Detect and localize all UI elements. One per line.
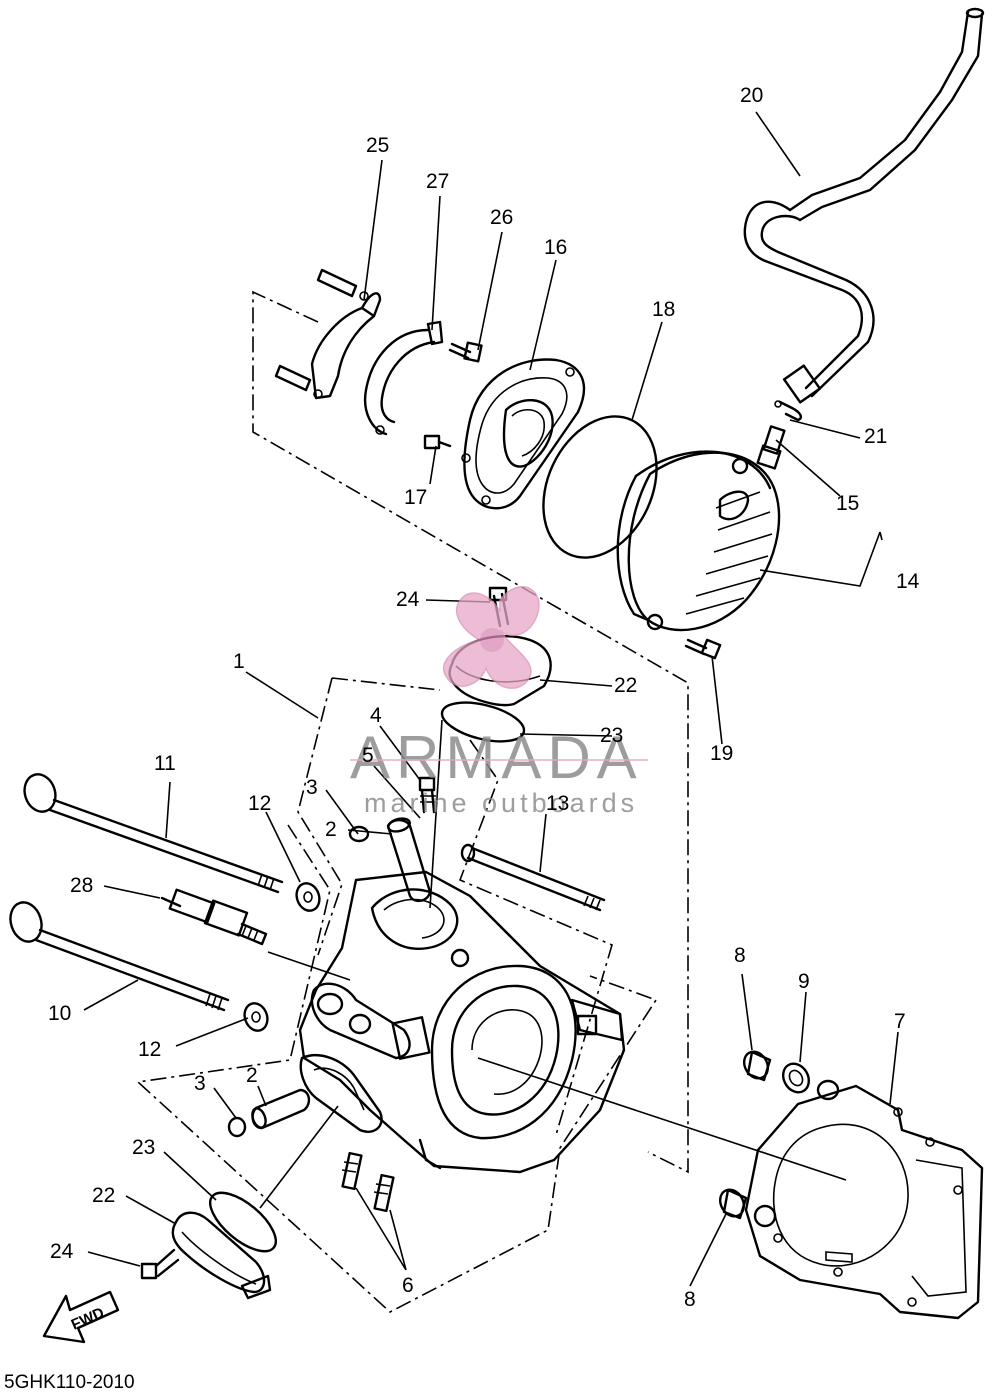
short-stud-bolt (460, 843, 606, 912)
callout-9: 9 (798, 970, 810, 993)
callout-labels: 1 2 2 3 3 4 5 6 7 8 8 9 10 11 12 12 13 1… (48, 84, 920, 1311)
watermark-tagline: marine outboards (364, 788, 638, 818)
callout-23: 23 (132, 1136, 155, 1159)
hose-clip (774, 400, 803, 422)
callout-25: 25 (366, 134, 389, 157)
callout-13: 13 (546, 792, 569, 815)
callout-12: 12 (248, 792, 271, 815)
callout-3: 3 (194, 1072, 206, 1095)
callout-3: 3 (306, 776, 318, 799)
callout-10: 10 (48, 1002, 71, 1025)
watermark-brand: ARMADA (350, 724, 643, 791)
callout-11: 11 (154, 752, 176, 775)
stud-washers (243, 882, 321, 1032)
cylinder-head (298, 870, 626, 1174)
callout-14: 14 (896, 570, 920, 593)
callout-27: 26 (490, 206, 513, 229)
lower-dowel-parts (227, 1088, 311, 1138)
callout-26: 27 (426, 170, 449, 193)
bracket (363, 320, 444, 436)
cable-holder (274, 268, 382, 400)
callout-2: 2 (246, 1064, 258, 1087)
bracket-bolt (448, 341, 483, 363)
callout-20: 20 (740, 84, 763, 107)
callout-8: 8 (734, 944, 746, 967)
callout-24: 24 (396, 588, 420, 611)
cylinder-head-gasket (744, 1079, 984, 1320)
lower-valve-cap-assembly (140, 1191, 277, 1300)
callout-16: 16 (544, 236, 567, 259)
callout-17: 17 (404, 486, 427, 509)
callout-4: 4 (370, 704, 382, 727)
plate-screw (423, 434, 452, 450)
spark-plug (160, 888, 268, 946)
breather-nipple (756, 425, 786, 470)
callout-7: 7 (894, 1010, 906, 1033)
cover-o-ring (542, 415, 658, 559)
callout-6: 6 (402, 1274, 414, 1297)
cover-bolt (684, 638, 722, 660)
diagram-code: 5GHK110-2010 (4, 1372, 135, 1393)
callout-1: 1 (233, 650, 245, 673)
forward-arrow-icon: FWD (42, 1290, 120, 1344)
callout-2: 2 (325, 818, 337, 841)
long-stud-bolts (9, 773, 284, 1012)
callout-23: 23 (600, 724, 623, 747)
cylinder-head-cover (616, 450, 781, 632)
watermark-logo (443, 586, 540, 689)
callout-5: 5 (362, 744, 374, 767)
callout-21: 21 (864, 425, 887, 448)
callout-19: 19 (710, 742, 733, 765)
callout-28: 28 (70, 874, 93, 897)
short-studs (341, 1151, 395, 1213)
callout-22: 22 (92, 1184, 115, 1207)
breather-hose (743, 7, 985, 404)
callout-22: 22 (614, 674, 637, 697)
callout-8: 8 (684, 1288, 696, 1311)
callout-12: 12 (138, 1038, 161, 1061)
leader-lines (83, 111, 899, 1287)
callout-15: 15 (836, 492, 859, 515)
cover-plate (461, 358, 586, 510)
callout-18: 18 (652, 298, 675, 321)
callout-24: 24 (50, 1240, 74, 1263)
gasket-dowel-pins (718, 1050, 811, 1220)
